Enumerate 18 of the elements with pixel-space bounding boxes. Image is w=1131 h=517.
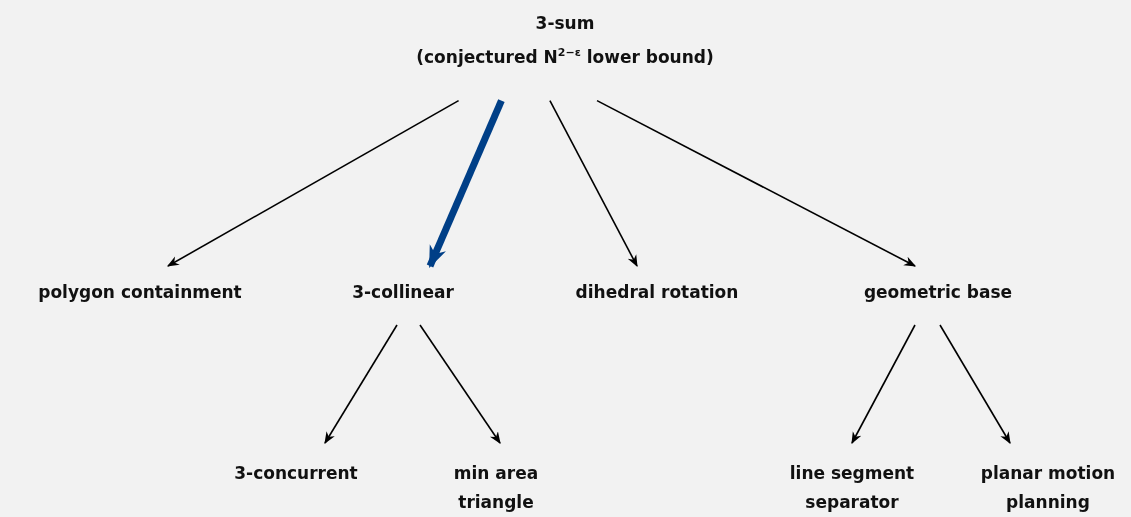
arrow xyxy=(419,324,501,444)
node-label: line segment separator xyxy=(788,462,916,514)
arrow xyxy=(851,324,916,445)
arrow xyxy=(426,99,505,268)
arrow xyxy=(166,99,460,267)
node-subtitle: (conjectured N$^{2−ε}$ lower bound) xyxy=(415,45,715,69)
node-label: planar motion planning xyxy=(979,462,1117,514)
node-label: geometric base xyxy=(862,281,1014,304)
node-label: 3-collinear xyxy=(351,281,455,304)
arrow xyxy=(324,324,398,444)
node-label: min area triangle xyxy=(452,462,540,514)
arrow xyxy=(549,99,638,268)
arrow xyxy=(596,99,917,267)
node-label: polygon containment xyxy=(37,281,243,304)
arrow xyxy=(939,324,1011,445)
node-label: 3-sum xyxy=(534,12,596,35)
node-label: 3-concurrent xyxy=(233,462,359,485)
node-label: dihedral rotation xyxy=(574,281,740,304)
